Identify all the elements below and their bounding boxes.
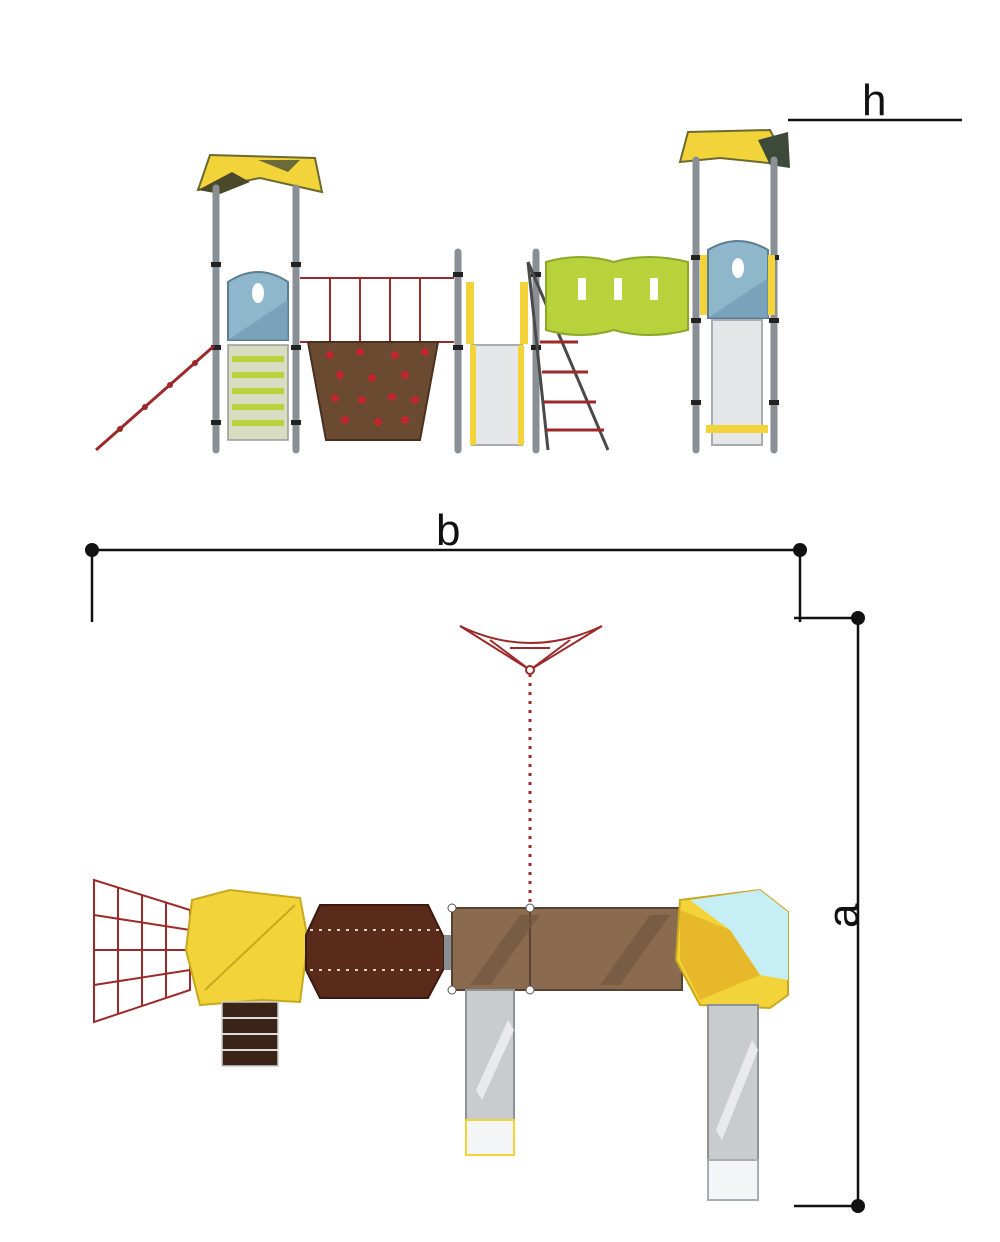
top-plan-view: [93, 625, 789, 1201]
green-wavy-panel: [545, 256, 689, 336]
ladder-plan: [221, 1001, 279, 1067]
deck-plan: [447, 903, 683, 995]
right-blue-panel: [700, 240, 775, 319]
spider-net-top: [459, 625, 603, 910]
right-tower-roof: [678, 128, 790, 168]
left-tower-roof: [196, 153, 324, 194]
side-elevation-view: h: [95, 76, 962, 454]
diagonal-climbing-rope: [95, 344, 215, 452]
height-dimension: h: [788, 76, 962, 125]
cargo-net: [93, 878, 191, 1024]
depth-dimension: a: [794, 611, 868, 1213]
rope-bridge-railing: [300, 277, 454, 343]
middle-slide-plan: [465, 989, 515, 1156]
left-blue-panel: [227, 271, 289, 341]
height-label: h: [862, 76, 886, 125]
bridge-connector-plan: [444, 935, 454, 970]
left-roof-plan: [184, 888, 310, 1007]
left-ladder: [227, 344, 289, 441]
middle-slide-front: [466, 282, 528, 446]
depth-label: a: [819, 903, 868, 928]
width-label: b: [436, 506, 460, 555]
climbing-wall: [306, 341, 440, 441]
right-slide-plan: [707, 1004, 759, 1201]
right-slide-front: [706, 319, 768, 446]
climbing-wall-plan: [305, 904, 445, 999]
width-dimension: b: [85, 506, 807, 622]
a-frame-net-ladder: [526, 261, 610, 451]
right-roof-plan: [674, 888, 789, 1010]
